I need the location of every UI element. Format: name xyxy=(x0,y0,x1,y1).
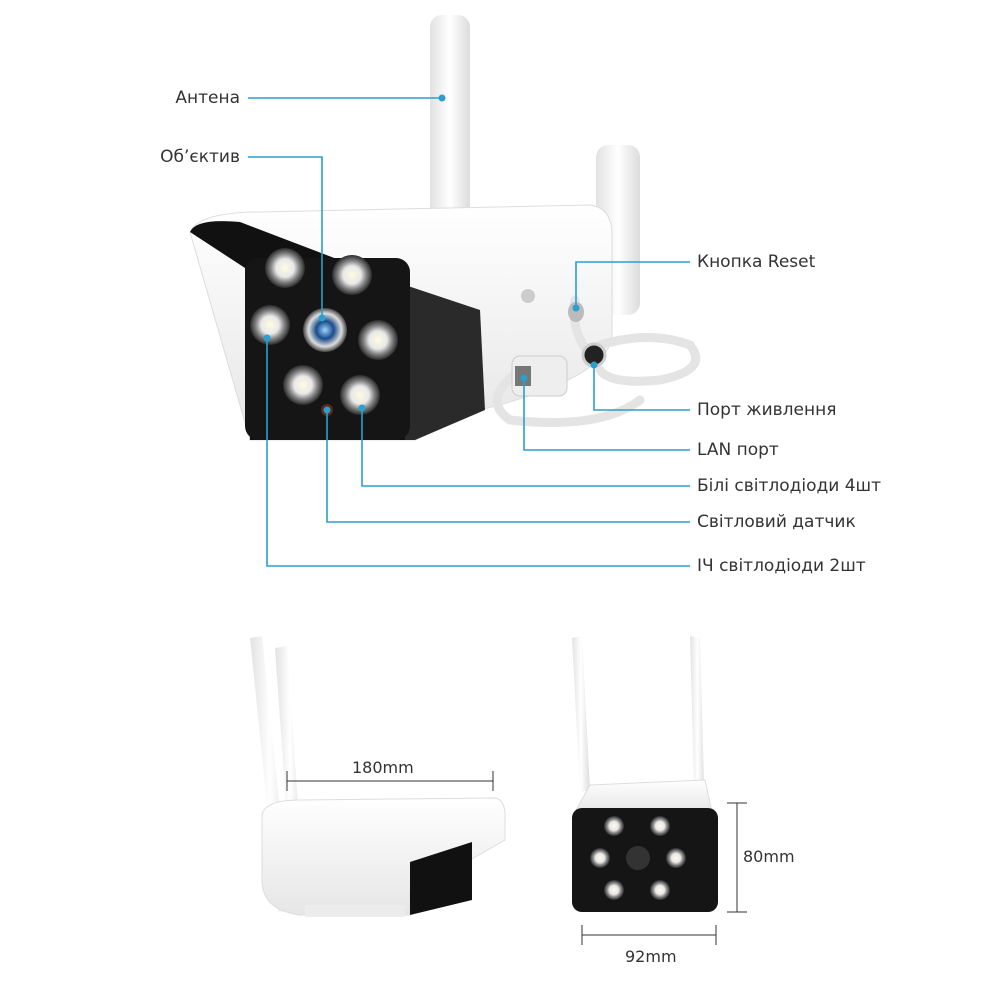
length-dimension xyxy=(286,771,494,791)
callout-ir-leds: ІЧ світлодіоди 2шт xyxy=(697,556,866,576)
callout-light-sensor: Світловий датчик xyxy=(697,512,856,532)
led-array xyxy=(250,248,398,416)
callout-white-leds: Білі світлодіоди 4шт xyxy=(697,476,881,496)
side-view-camera xyxy=(250,636,506,917)
callout-lens: Об’єктив xyxy=(160,147,240,167)
callout-reset-button: Кнопка Reset xyxy=(697,252,816,272)
callout-power-port: Порт живлення xyxy=(697,400,837,420)
width-dimension xyxy=(581,925,717,945)
antenna-back xyxy=(430,15,470,220)
lens xyxy=(303,308,347,352)
callout-antenna: Антена xyxy=(175,88,240,108)
height-label: 80mm xyxy=(743,847,795,866)
leader-lines xyxy=(248,97,690,567)
front-view-camera xyxy=(572,636,718,912)
width-label: 92mm xyxy=(625,947,677,966)
callout-lan-port: LAN порт xyxy=(697,440,779,460)
height-dimension xyxy=(727,802,747,913)
length-label: 180mm xyxy=(352,758,414,777)
main-camera xyxy=(189,15,701,441)
leader-dots xyxy=(263,94,598,414)
